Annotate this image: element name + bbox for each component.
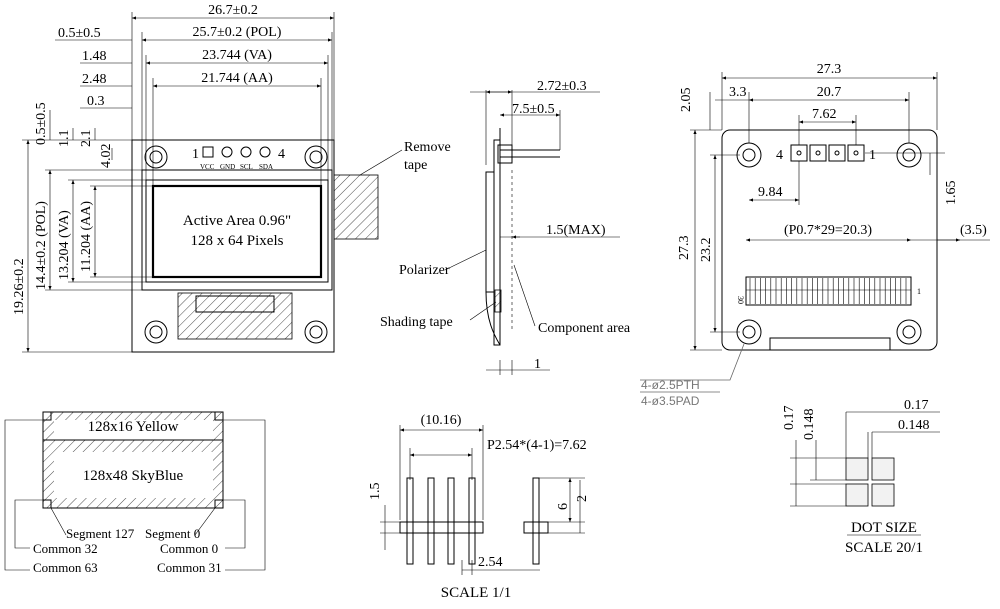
back-dim-pin-offset: 9.84 [758,185,783,200]
front-view: 1 4 VCC GND SCL SDA Active Area 0.96" 12… [12,3,451,353]
active-area-title: Active Area 0.96" [183,213,291,229]
header-pin [427,477,435,565]
dim-top-pol: 0.5±0.5 [34,102,49,145]
skyblue-area-label: 128x48 SkyBlue [83,468,184,484]
dim-pol-offset: 0.5±0.5 [58,26,101,41]
dim-va-height: 13.204 (VA) [57,210,72,280]
header-dim-pin-base: 2 [575,495,590,502]
header-dim-pitch-total: P2.54*(4-1)=7.62 [487,438,587,453]
dim-aa-height: 11.204 (AA) [79,201,94,272]
polarizer-label: Polarizer [399,263,450,278]
dim-va-offset: 1.48 [82,49,107,64]
back-mounting-holes [736,142,922,345]
dot-size-drawing [790,411,940,507]
component-area-label: Component area [538,321,631,336]
pin-label-vcc: VCC [200,163,215,171]
back-fpc-teeth [746,278,911,304]
back-dim-fpc-side: (3.5) [960,223,987,238]
pin-label-gnd: GND [220,163,235,171]
back-fpc-connector [745,276,912,306]
back-fpc-right: 1 [917,287,921,296]
dot-dim-h2: 0.148 [898,418,930,433]
back-pin-left: 4 [776,148,783,163]
back-dim-hole-pitch: 20.7 [817,85,842,100]
header-dim-height: 1.5 [368,483,383,501]
note-pth: 4-ø2.5PTH [641,378,700,392]
yellow-area-label: 128x16 Yellow [88,419,179,435]
front-mounting-holes [144,145,328,344]
front-pin-first: 1 [192,147,199,162]
back-view [640,72,990,393]
back-dim-pin-vertical: 1.65 [944,181,959,206]
shading-tape-label: Shading tape [380,315,453,330]
dim-aa-offset: 2.48 [82,72,107,87]
side-pin [499,128,560,158]
pin-label-scl: SCL [240,163,253,171]
dim-pol-width: 25.7±0.2 (POL) [193,25,282,40]
front-pin-pads [202,146,271,158]
side-glass [485,171,495,293]
dim-top-va: 1.1 [57,130,72,148]
back-dim-hole-offset: 3.3 [729,85,747,100]
back-dim-pin-span: 7.62 [812,107,837,122]
back-dim-top: 2.05 [679,88,694,113]
display-layout [4,411,266,571]
common-32-label: Common 32 [33,541,98,556]
dim-max: 1.5(MAX) [546,223,606,238]
segment-127-label: Segment 127 [66,526,135,541]
dim-va-width: 23.744 (VA) [202,48,272,63]
front-vertical-dims [22,110,153,353]
remove-tape-hatch [333,174,379,240]
back-pin-right: 1 [869,148,876,163]
dim-top-pin: 4.02 [99,144,114,169]
header-dim-pin-length: 6 [556,503,571,510]
dot-size-title: DOT SIZE [851,520,917,536]
note-pad: 4-ø3.5PAD [641,394,700,408]
header-pin [447,477,455,565]
main-scale-label: SCALE 1/1 [441,585,511,601]
front-polarizer [141,169,333,291]
pin-label-sda: SDA [259,163,273,171]
front-pcb-outline [131,139,335,353]
pin-header-drawing [380,425,585,575]
header-dim-pitch: 2.54 [478,555,503,570]
front-pin-last: 4 [278,147,285,162]
active-area-resolution: 128 x 64 Pixels [191,233,284,249]
header-pin [406,477,414,565]
back-dim-fpc-height: 23.2 [699,238,714,263]
back-header-pads [790,144,865,162]
remove-tape-label-2: tape [404,158,427,173]
dot-size-scale: SCALE 20/1 [845,540,923,556]
dot-dim-v2: 0.148 [802,409,817,441]
dim-aa-width: 21.744 (AA) [201,71,273,86]
side-view [444,90,620,375]
common-63-label: Common 63 [33,560,98,575]
dot-dim-v1: 0.17 [782,406,797,431]
dim-overall-width: 26.7±0.2 [208,3,258,18]
back-dim-fpc-pitch: (P0.7*29=20.3) [784,223,872,238]
common-0-label: Common 0 [160,541,218,556]
segment-0-label: Segment 0 [145,526,200,541]
dot-dim-h1: 0.17 [904,398,929,413]
dim-thickness: 2.72±0.3 [537,79,587,94]
dim-edge: 0.3 [87,94,105,109]
front-active-area [151,184,323,279]
front-horizontal-dims [55,12,335,186]
header-pin [468,477,476,565]
dim-pin-length: 7.5±0.5 [512,102,555,117]
back-fpc-left: 30 [736,296,745,304]
dim-overall-height: 19.26±0.2 [12,258,27,315]
back-dim-width: 27.3 [817,62,842,77]
remove-tape-label: Remove [404,140,451,155]
common-31-label: Common 31 [157,560,222,575]
header-dim-width: (10.16) [421,413,462,428]
side-pcb [493,139,501,346]
back-dim-height: 27.3 [677,236,692,261]
front-fpc-hatch [177,292,293,340]
dim-top-aa: 2.1 [79,130,94,148]
dim-side-bottom: 1 [534,357,541,372]
dim-pol-height: 14.4±0.2 (POL) [34,201,49,290]
front-viewing-area [145,179,329,283]
